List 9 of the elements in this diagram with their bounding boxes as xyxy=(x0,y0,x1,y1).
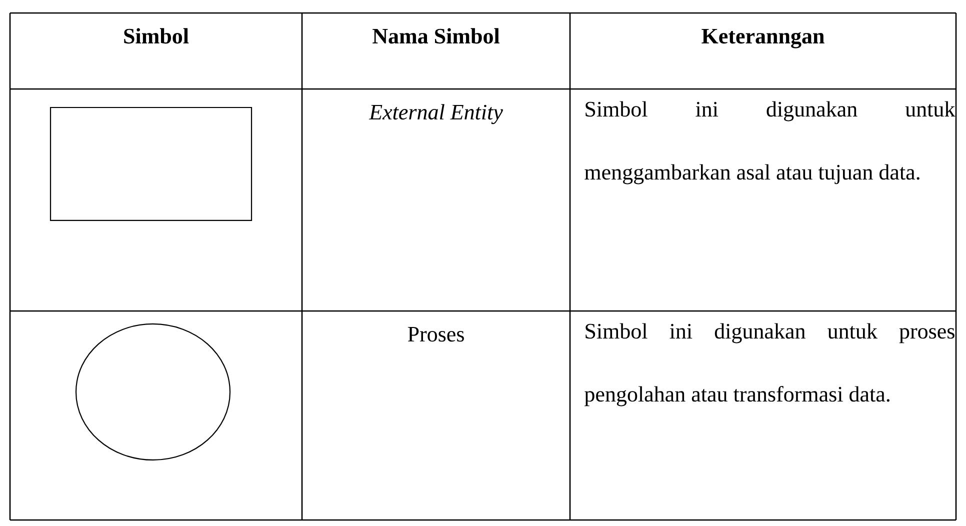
rectangle-symbol xyxy=(50,106,252,222)
column-header: Keteranngan xyxy=(702,28,824,48)
symbol-name: External Entity xyxy=(368,104,503,124)
column-header: Simbol xyxy=(124,28,189,44)
symbol-name: Proses xyxy=(408,326,464,342)
column-header: Nama Simbol xyxy=(372,28,500,44)
ellipse-symbol xyxy=(75,323,231,461)
description-text: Simbol ini digunakan untuk proses pengolahan atau transformasi data. xyxy=(584,323,954,406)
description-text: Simbol ini digunakan untuk menggambarkan asal atau tujuan data. xyxy=(584,101,956,184)
